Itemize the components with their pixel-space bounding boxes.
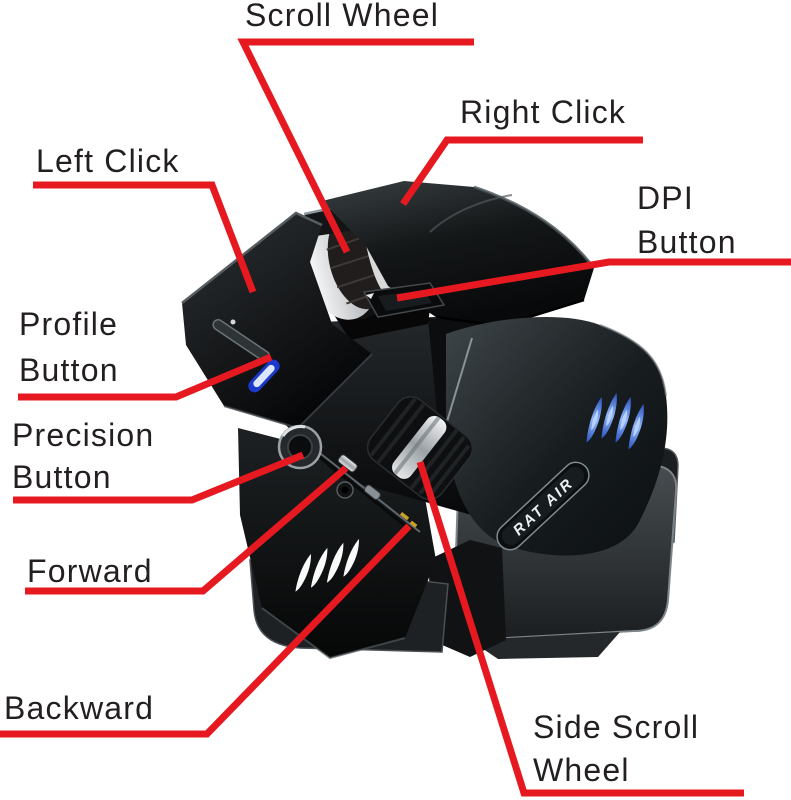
callout-lines [0, 38, 791, 797]
label-line: Button [19, 352, 119, 388]
label-side-scroll-wheel: Side Scroll Wheel [533, 706, 699, 792]
label-line: Right Click [460, 94, 627, 130]
led-indicator [248, 359, 280, 393]
label-line: Backward [4, 690, 155, 726]
edge-glint [230, 319, 236, 325]
label-line: Precision [12, 417, 155, 453]
label-line: Left Click [36, 143, 180, 179]
label-left-click: Left Click [36, 139, 180, 183]
label-line: Scroll Wheel [245, 0, 440, 33]
label-profile-button: Profile Button [19, 301, 119, 393]
callout-line-forward [25, 465, 349, 595]
callout-line-scroll-wheel [237, 38, 474, 254]
label-forward: Forward [27, 549, 153, 593]
label-line: Button [12, 459, 112, 495]
label-backward: Backward [4, 686, 154, 730]
label-precision-button: Precision Button [12, 414, 154, 498]
backward-button-part [363, 484, 418, 528]
label-line: Side Scroll [533, 709, 700, 745]
palm-rest: RAT AIR [444, 317, 668, 556]
callout-line-side-scroll-wheel [416, 460, 744, 797]
callout-line-profile-button [18, 353, 273, 401]
callout-line-backward [0, 523, 412, 738]
label-line: Profile [19, 306, 119, 342]
label-line: Button [637, 224, 737, 260]
label-right-click: Right Click [460, 90, 626, 134]
callout-line-precision-button [13, 451, 305, 504]
label-line: DPI [637, 180, 694, 216]
label-line: Wheel [533, 752, 630, 788]
label-dpi-button: DPI Button [637, 176, 737, 264]
callout-line-right-click [400, 136, 643, 206]
label-scroll-wheel: Scroll Wheel [245, 0, 439, 37]
side-scroll-wheel-part [366, 396, 474, 500]
callout-line-left-click [33, 181, 257, 294]
mouse-illustration: RAT AIR [181, 181, 679, 660]
callout-line-dpi-button [396, 258, 791, 302]
label-line: Forward [27, 553, 153, 589]
